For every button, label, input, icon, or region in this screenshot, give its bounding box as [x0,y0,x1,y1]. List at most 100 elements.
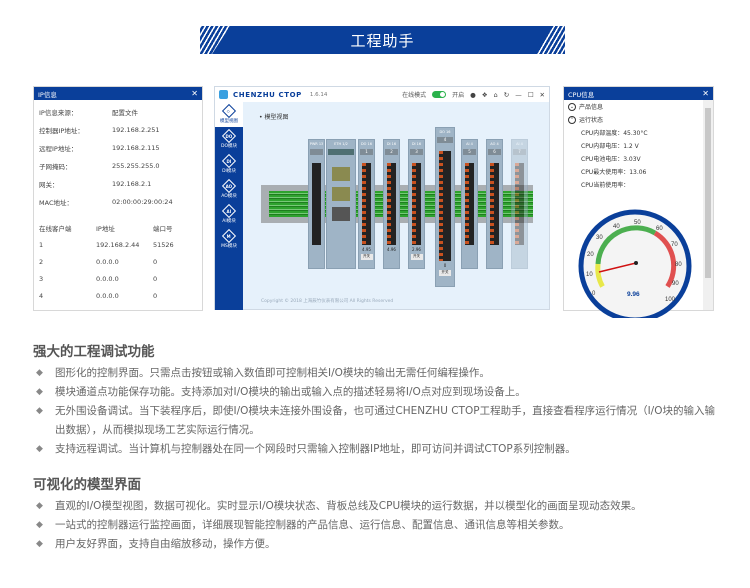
ms-module-icon: M [221,228,237,243]
list-item: ◆ 模块通道点功能保存功能。支持添加对I/O模块的输出或输入点的描述轻易将I/O点… [33,383,723,402]
group-product-info[interactable]: ⌄产品信息 [564,100,703,113]
ip-row: 控制器IP地址：192.168.2.251 [34,121,202,139]
group-run-status[interactable]: ⌃运行状态 [564,113,703,126]
cell: 51526 [153,240,174,249]
diamond-bullet-icon: ◆ [36,520,43,530]
diamond-bullet-icon: ◆ [36,539,43,549]
ip-row-key: 远程IP地址： [39,145,78,153]
stripe-decoration-left [200,26,230,54]
section-heading: 强大的工程调试功能 [33,344,155,360]
svg-text:20: 20 [587,252,594,258]
cpu-current-usage: CPU当前使用率： [581,182,630,189]
svg-text:50: 50 [634,220,641,226]
close-button[interactable]: ✕ [539,90,545,99]
cell: 3 [39,274,44,283]
group-label: 产品信息 [579,104,604,111]
ip-row: 远程IP地址： 192.168.2.115 [34,139,202,157]
scrollbar-thumb[interactable] [705,108,711,278]
close-icon[interactable]: ✕ [702,89,709,98]
diamond-bullet-icon: ◆ [36,501,43,511]
do-module-icon: DO [221,128,237,143]
ip-row-value: 192.168.2.115 [112,144,160,152]
svg-text:0: 0 [592,291,596,297]
sidebar-item-label: DO模块 [220,143,237,149]
ip-row-value: 192.168.2.1 [112,180,152,188]
bullet-text: 无外围设备调试。当下装程序后，即使I/O模块未连接外围设备，也可通过CHENZH… [55,405,715,436]
chat-icon[interactable]: ❖ [481,90,488,99]
bullet-text: 模块通道点功能保存功能。支持添加对I/O模块的输出或输入点的描述轻易将I/O点对… [55,386,526,398]
ai-module-icon: AI [221,203,237,218]
ao-module-icon: AO [221,178,237,193]
ip-row: 网关： 192.168.2.1 [34,175,202,193]
app-brand: CHENZHU CTOP [233,90,302,99]
diamond-bullet-icon: ◆ [36,444,43,454]
diamond-bullet-icon: ◆ [36,387,43,397]
section-debug-features: 强大的工程调试功能 ◆ 图形化的控制界面。只需点击按钮或输入数值即可控制相关I/O… [33,340,723,459]
cpu-panel-header: CPU信息 ✕ [564,87,713,100]
cell: 2 [39,257,44,266]
bullet-text: 图形化的控制界面。只需点击按钮或输入数值即可控制相关I/O模块的输出无需任何编程… [55,367,490,379]
scrollbar[interactable] [703,100,713,310]
app-logo-icon [219,90,228,99]
diamond-bullet-icon: ◆ [36,368,43,378]
cell: 0.0.0.0 [96,274,119,283]
ip-row-value: 02:00:00:29:00:24 [112,198,173,206]
close-icon[interactable]: ✕ [191,89,198,98]
ip-row-key: MAC地址： [39,199,73,207]
breadcrumb: • 模型视图 [259,114,289,121]
switch-button[interactable]: 开关 [439,270,451,276]
cpu-usage-gauge: 0 10 20 30 40 50 60 70 80 90 100 9.96 [578,209,692,318]
svg-text:70: 70 [671,242,678,248]
app-version: 1.6.14 [309,91,328,98]
sidebar-item-model-view[interactable]: ◇模型视图 [215,102,243,127]
sidebar-item-label: AI模块 [222,218,236,224]
ip-row-key: 网关： [39,181,59,189]
toggle-label: 开启 [452,92,465,99]
refresh-icon[interactable]: ↻ [503,90,510,99]
table-header: 在线客户端 IP地址 端口号 [34,219,202,236]
switch-button[interactable]: 开关 [410,254,423,260]
ip-info-panel: IP信息 ✕ IP信息来源：配置文件 控制器IP地址：192.168.2.251… [33,86,203,311]
info-icon[interactable]: ● [470,90,476,99]
module-pwr[interactable]: PWR 13 [308,139,325,269]
online-toggle[interactable] [432,91,447,98]
cell: 1 [39,240,44,249]
maximize-button[interactable]: ☐ [527,90,534,99]
ip-row-value: 192.168.2.251 [112,126,160,134]
cpu-max-usage: CPU最大使用率：13.06 [581,169,647,176]
svg-text:30: 30 [596,235,603,241]
list-item: ◆支持远程调试。当计算机与控制器处在同一个网段时只需输入控制器IP地址，即可访问… [33,440,723,459]
cpu-temp: CPU内部温度：45.30°C [581,130,648,137]
list-item: ◆一站式的控制器运行监控画面，详细展现智能控制器的产品信息、运行信息、配置信息、… [33,516,723,535]
module-eth[interactable]: ETH 1/2 [326,139,356,269]
diamond-bullet-icon: ◆ [36,406,43,416]
switch-button[interactable]: 开关 [360,254,373,260]
col-header: IP地址 [96,224,115,233]
minimize-button[interactable]: — [515,90,522,99]
list-item: ◆ 无外围设备调试。当下装程序后，即使I/O模块未连接外围设备，也可通过CHENZ… [33,402,723,440]
gauge-value: 9.96 [627,291,640,298]
home-icon[interactable]: ⌂ [493,90,498,99]
ip-panel-title: IP信息 [38,90,57,99]
group-label: 运行状态 [579,117,604,124]
svg-text:60: 60 [656,226,663,232]
cell: 0 [153,257,158,266]
sidebar-item-label: DI模块 [222,168,236,174]
